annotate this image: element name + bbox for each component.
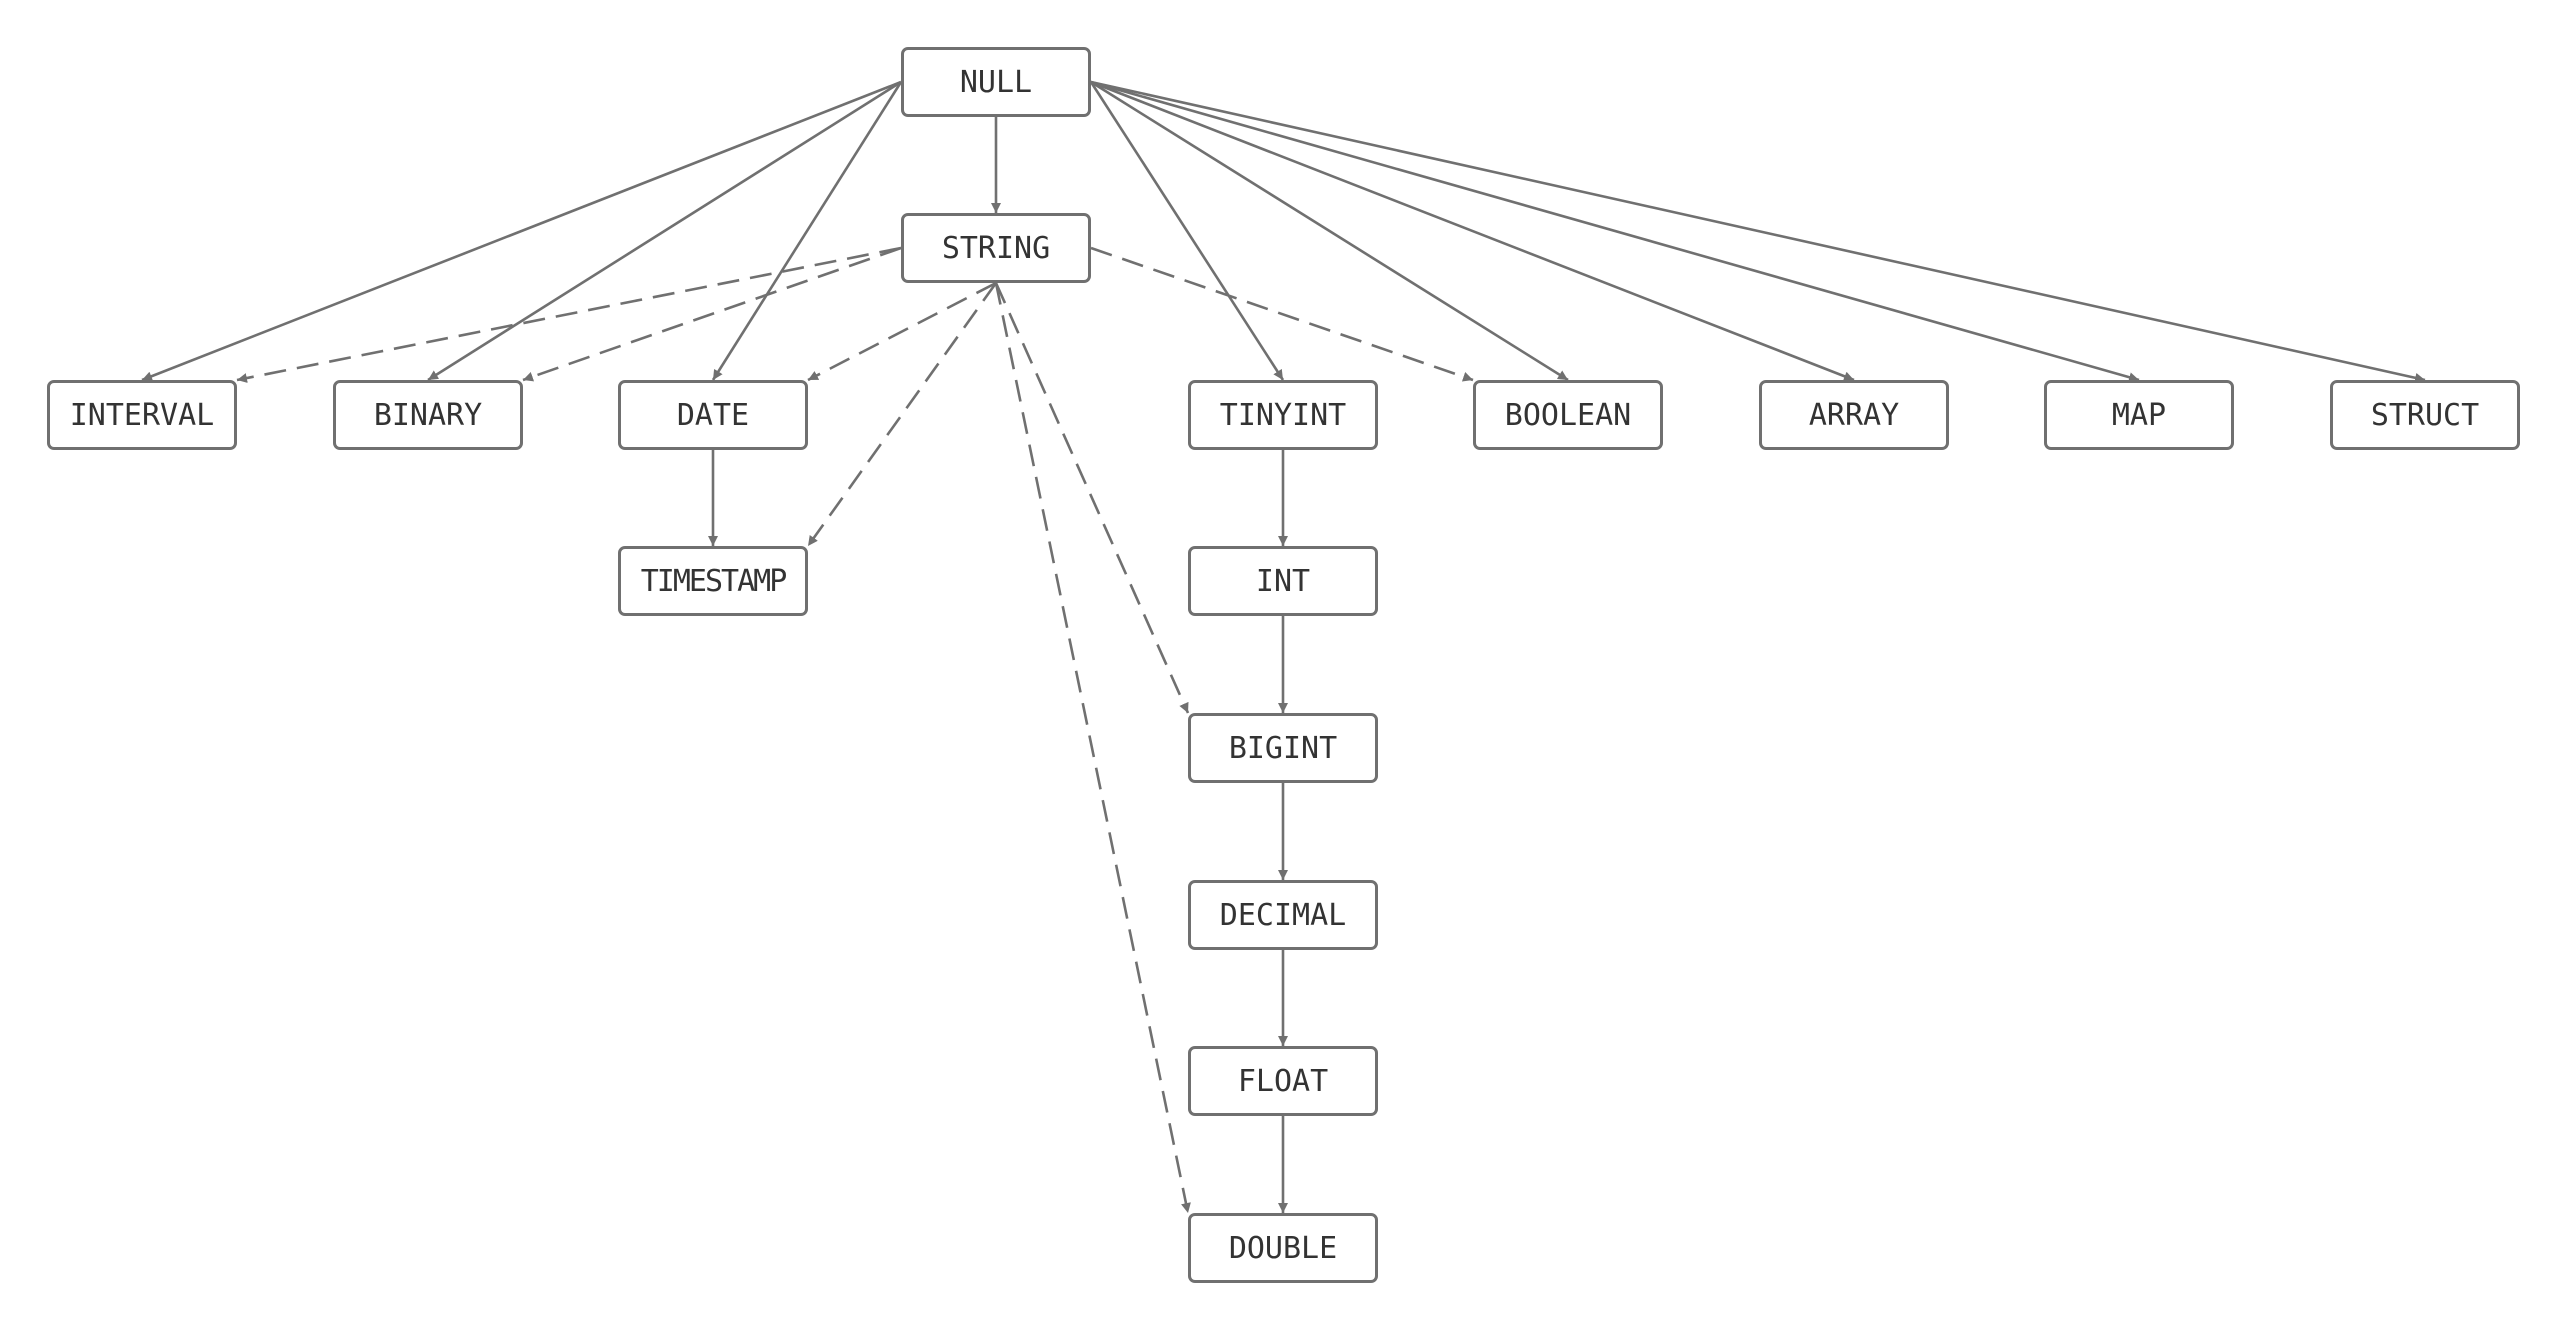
node-map: MAP [2044,380,2234,450]
node-struct: STRUCT [2330,380,2520,450]
edge-null-to-array [1090,80,1855,382]
node-tinyint: TINYINT [1188,380,1378,450]
edge-null-to-interval [141,80,902,382]
node-bigint: BIGINT [1188,713,1378,783]
node-decimal: DECIMAL [1188,880,1378,950]
edge-null-to-map [1090,80,2140,383]
node-int: INT [1188,546,1378,616]
node-string: STRING [901,213,1091,283]
edge-string-to-boolean [1090,246,1474,382]
edge-null-to-struct [1090,80,2426,383]
node-binary: BINARY [333,380,523,450]
edge-null-to-binary [427,80,902,382]
node-date: DATE [618,380,808,450]
edge-null-to-tinyint [1089,81,1285,381]
edge-string-to-date [807,281,997,382]
edge-null-to-boolean [1090,80,1569,382]
edge-string-to-double [994,282,1191,1214]
edge-string-to-interval [236,246,902,383]
edge-string-to-timestamp [806,282,998,547]
node-timestamp: TIMESTAMP [618,546,808,616]
node-double: DOUBLE [1188,1213,1378,1283]
edge-null-to-date [711,81,903,381]
node-boolean: BOOLEAN [1473,380,1663,450]
edge-string-to-binary [522,246,902,382]
edge-string-to-bigint [994,282,1190,714]
node-null: NULL [901,47,1091,117]
node-interval: INTERVAL [47,380,237,450]
node-array: ARRAY [1759,380,1949,450]
node-float: FLOAT [1188,1046,1378,1116]
